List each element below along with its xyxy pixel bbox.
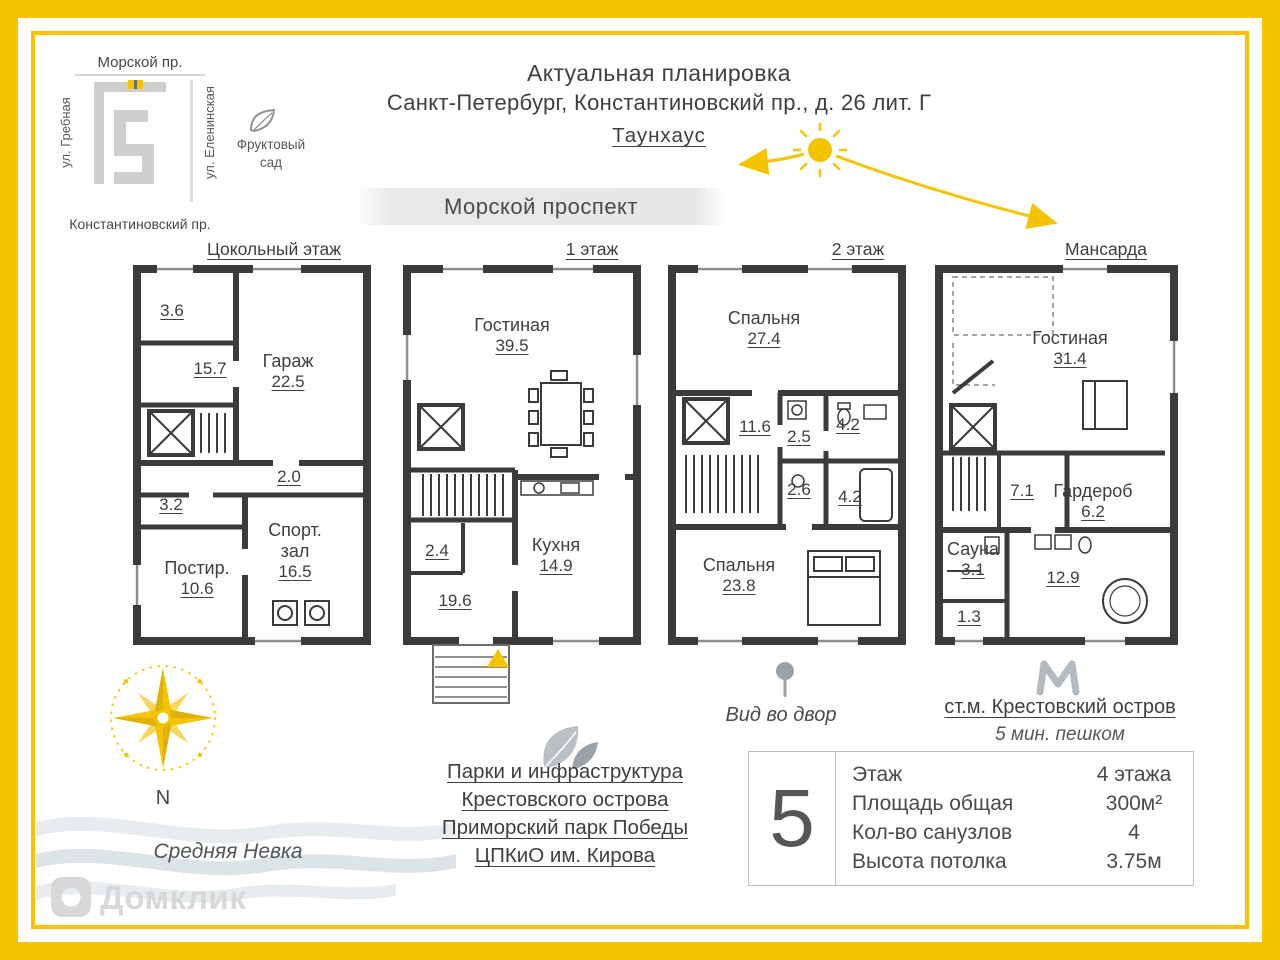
parks-leaf-icon — [543, 726, 598, 769]
sun-arrows-graphic — [738, 122, 1058, 230]
room-area: 4.2 — [836, 415, 860, 434]
domclick-logo-icon — [51, 877, 91, 917]
river-waves-graphic — [36, 816, 456, 903]
leaf-icon — [249, 108, 276, 133]
floor-1: Гостиная 39.5 2.4 Кухня 14.9 19.6 — [403, 265, 641, 715]
room-name: Постир. — [164, 558, 230, 578]
minimap-street-top: Морской пр. — [97, 54, 183, 71]
room-area: 3.1 — [961, 560, 985, 580]
info-floor-number: 5 — [749, 752, 836, 885]
room-name: Спорт. зал — [268, 520, 322, 562]
room-area: 11.6 — [739, 417, 771, 436]
minimap-street-bottom: Константиновский пр. — [69, 216, 211, 232]
metro-station: ст.м. Крестовский остров — [944, 696, 1176, 718]
room-area: 31.4 — [1053, 349, 1087, 369]
info-value: 4 этажа — [1096, 762, 1172, 786]
room-area: 4.2 — [838, 487, 862, 506]
room-area: 2.6 — [787, 480, 811, 499]
domclick-wordmark: Домклик — [100, 879, 247, 916]
arrow-to-townhouse — [738, 148, 805, 175]
floorplan-1-graphic — [403, 265, 641, 704]
property-type-label: Таунхаус — [612, 124, 706, 147]
info-row: Высота потолка 3.75м — [836, 847, 1193, 876]
room-area: 39.5 — [495, 336, 529, 356]
info-label: Этаж — [852, 762, 903, 786]
room-area: 12.9 — [1046, 568, 1080, 587]
courtyard-pin-icon — [776, 662, 794, 697]
info-label: Кол-во санузлов — [852, 820, 1013, 844]
compass-north-label: N — [155, 787, 171, 809]
room-name: Гараж — [262, 351, 314, 371]
garden-label: Фруктовый сад — [236, 137, 306, 170]
info-row: Этаж 4 этажа — [836, 760, 1193, 789]
room-name: Гостиная — [474, 315, 550, 335]
info-value: 4 — [1128, 820, 1140, 844]
minimap-street-right: ул. Еленинская — [201, 86, 217, 179]
info-value: 300м² — [1105, 791, 1163, 815]
floorplan-2-graphic — [668, 265, 906, 645]
floor-mansard: Гостиная 31.4 7.1 Гардероб 6.2 Сауна 3.1… — [935, 265, 1178, 645]
floor-title-basement: Цокольный этаж — [207, 239, 341, 259]
info-label: Площадь общая — [852, 791, 1014, 815]
entrance-arrow-icon — [487, 649, 509, 667]
room-area: 3.6 — [160, 301, 184, 320]
minimap-graphic — [94, 80, 193, 202]
room-name: Спальня — [702, 555, 776, 575]
room-area: 1.3 — [957, 607, 981, 626]
room-area: 23.8 — [722, 576, 756, 596]
info-table: 5 Этаж 4 этажа Площадь общая 300м² Кол-в… — [748, 751, 1194, 886]
street-banner: Морской проспект — [356, 188, 726, 225]
metro-icon — [1036, 660, 1080, 696]
arrow-to-mansard — [835, 154, 1058, 230]
room-name: Кухня — [531, 535, 581, 555]
room-area: 22.5 — [271, 372, 305, 392]
room-name: Гардероб — [1053, 481, 1133, 501]
metro-walk-time: 5 мин. пешком — [995, 724, 1125, 745]
minimap-street-line — [75, 74, 205, 76]
info-value: 3.75м — [1106, 849, 1162, 873]
page-title: Актуальная планировка — [526, 60, 792, 86]
river-name: Средняя Невка — [153, 840, 303, 863]
floor-2: Спальня 27.4 11.6 2.5 4.2 2.6 4.2 Спальн… — [668, 265, 906, 645]
room-area: 27.4 — [747, 329, 781, 349]
room-area: 14.9 — [539, 556, 573, 576]
park-link-4: ЦПКиО им. Кирова — [474, 844, 656, 867]
room-area: 19.6 — [438, 591, 472, 610]
floor-title-2: 2 этаж — [831, 239, 885, 259]
room-area: 2.0 — [277, 467, 301, 486]
compass-rose-icon — [110, 665, 216, 771]
room-name: Спальня — [727, 308, 801, 328]
room-area: 10.6 — [180, 579, 214, 599]
room-area: 2.4 — [425, 541, 449, 560]
info-row: Кол-во санузлов 4 — [836, 818, 1193, 847]
park-link-2: Крестовского острова — [461, 788, 669, 811]
park-link-3: Приморский парк Победы — [441, 816, 689, 839]
minimap-street-left: ул. Гребная — [57, 97, 73, 168]
info-rows: Этаж 4 этажа Площадь общая 300м² Кол-во … — [836, 752, 1193, 885]
room-area: 2.5 — [787, 427, 811, 446]
room-area: 16.5 — [278, 562, 312, 582]
floor-title-1: 1 этаж — [565, 239, 619, 259]
address-line: Санкт-Петербург, Константиновский пр., д… — [386, 90, 932, 115]
room-name: Сауна — [947, 539, 999, 559]
sun-icon — [792, 122, 848, 178]
room-area: 6.2 — [1081, 502, 1105, 522]
floorplan-basement-graphic — [133, 265, 371, 645]
floor-basement: 3.6 15.7 Гараж 22.5 2.0 3.2 Спорт. зал 1… — [133, 265, 371, 645]
park-link-1: Парки и инфраструктура — [447, 760, 683, 783]
info-label: Высота потолка — [852, 849, 1007, 873]
room-area: 7.1 — [1010, 481, 1034, 500]
courtyard-label: Вид во двор — [725, 704, 837, 726]
room-area: 3.2 — [159, 495, 183, 514]
room-name: Гостиная — [1032, 328, 1108, 348]
floorplan-mansard-graphic — [935, 265, 1178, 645]
floor-title-mansard: Мансарда — [1065, 239, 1147, 259]
info-row: Площадь общая 300м² — [836, 789, 1193, 818]
room-area: 15.7 — [193, 359, 227, 378]
